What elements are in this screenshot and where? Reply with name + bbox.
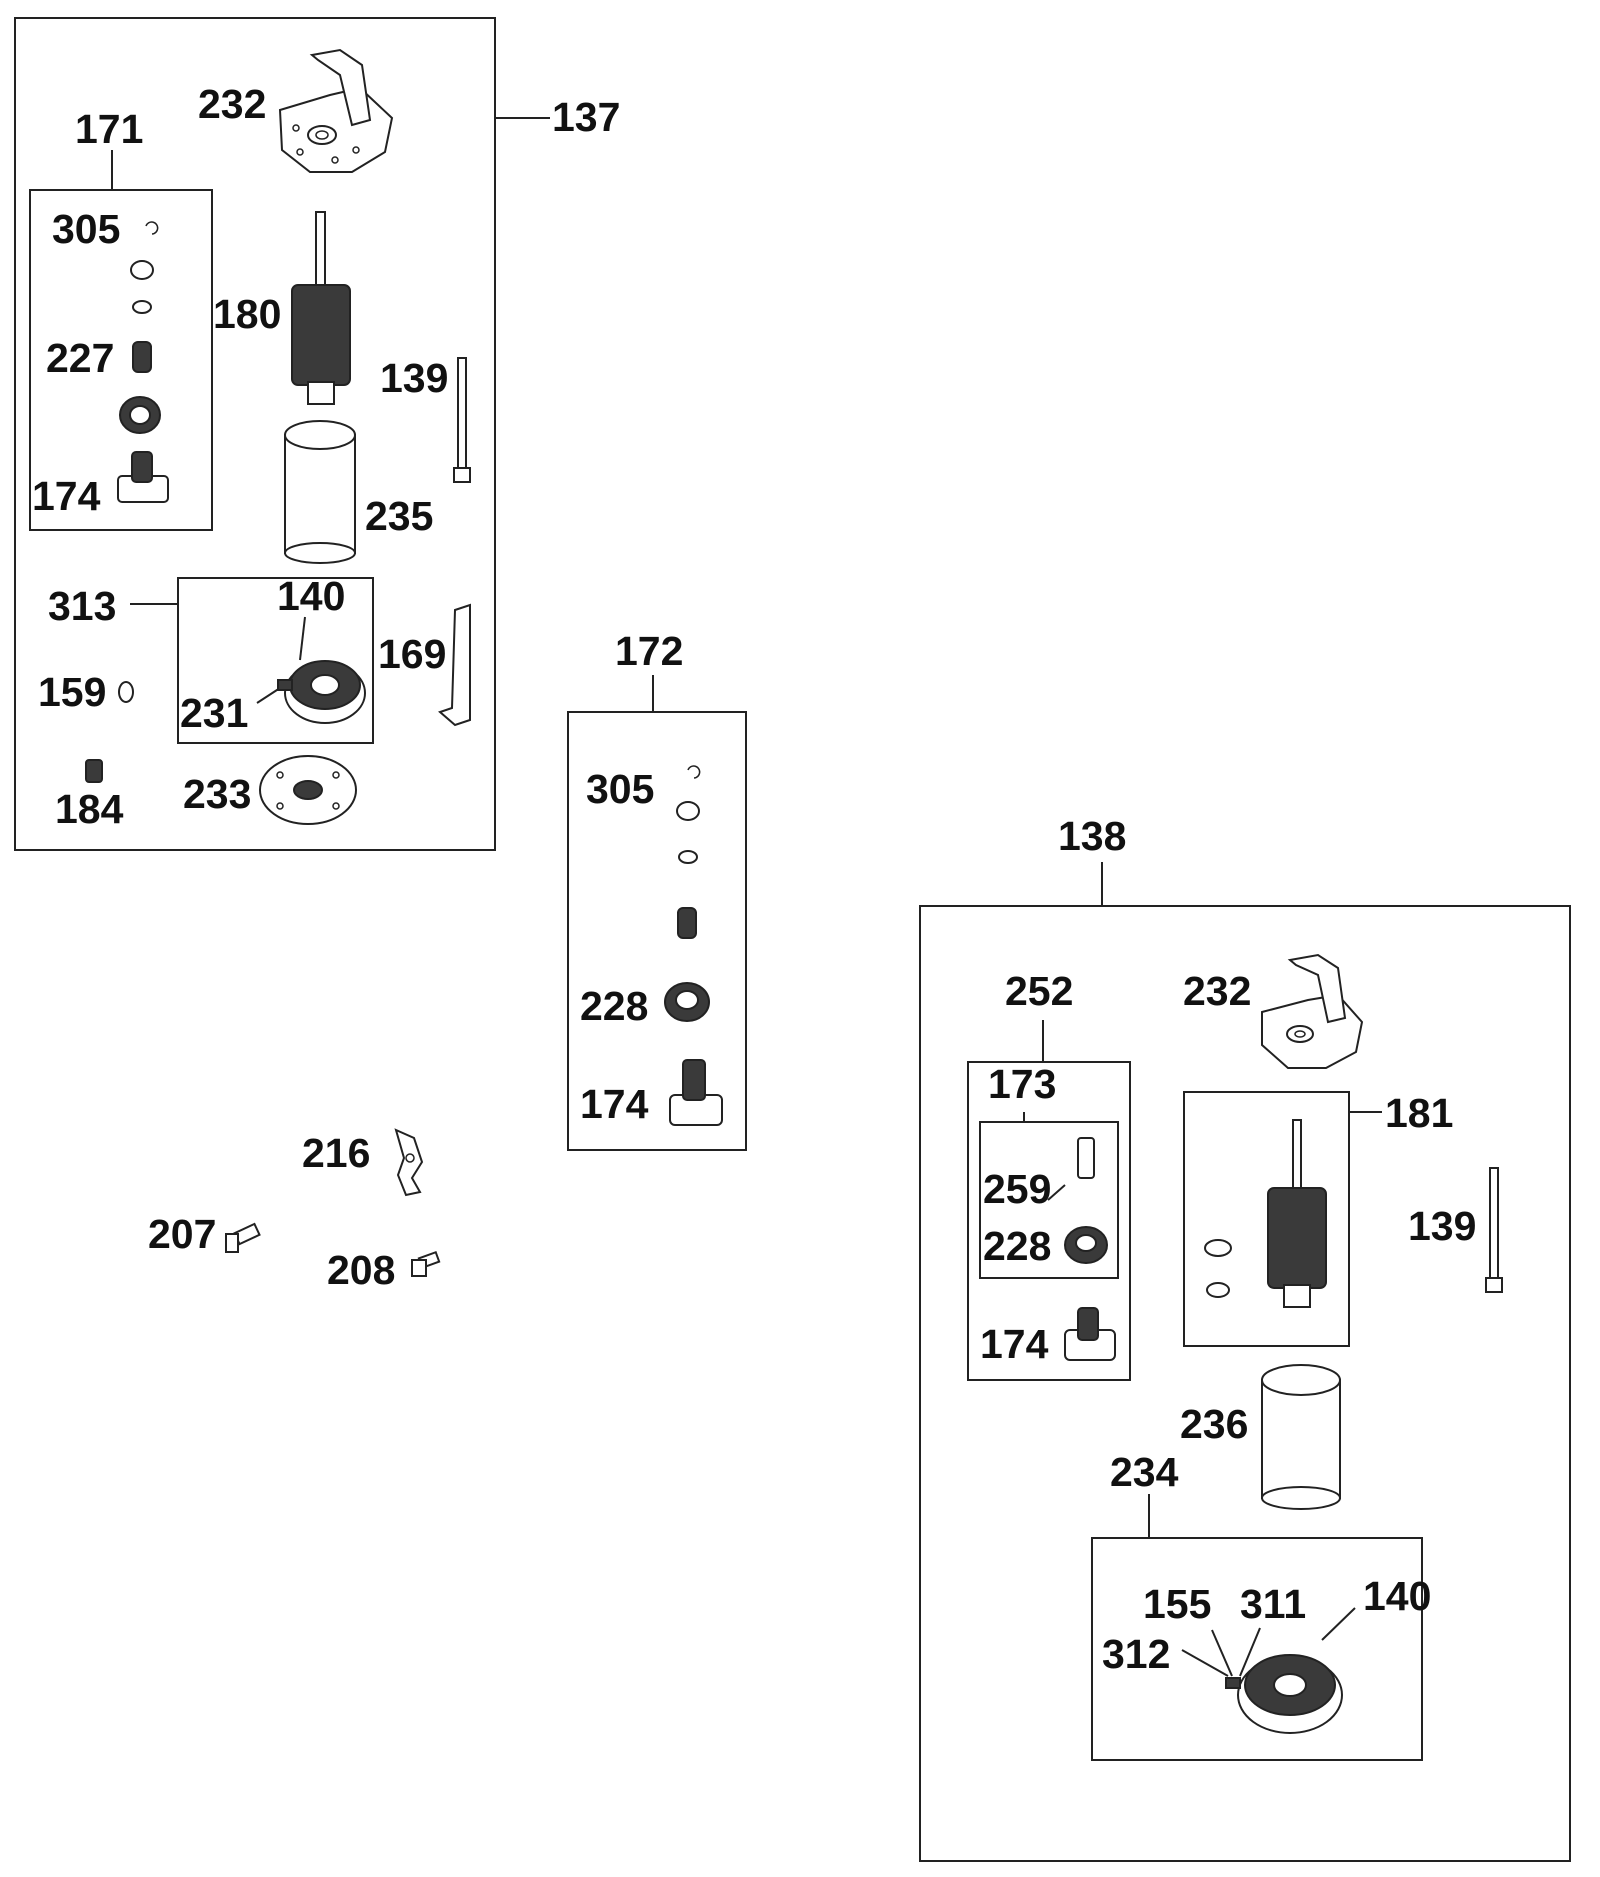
brush-313-frame <box>177 577 374 744</box>
callout-228-kit173: 228 <box>983 1223 1051 1269</box>
callout-180: 180 <box>213 291 281 337</box>
callout-159: 159 <box>38 669 106 715</box>
washer-a <box>1204 1239 1232 1257</box>
callout-173: 173 <box>988 1061 1056 1107</box>
washer-small <box>132 300 152 314</box>
retaining-ring-305 <box>145 221 159 235</box>
collar-b <box>676 801 700 821</box>
pinion-gear-228 <box>664 982 710 1022</box>
assembly-137-frame <box>14 17 496 851</box>
drive-gear-174-kit172 <box>669 1059 723 1126</box>
callout-216: 216 <box>302 1130 370 1176</box>
callout-234: 234 <box>1110 1449 1179 1495</box>
callout-207: 207 <box>148 1211 216 1257</box>
end-plate-233 <box>259 755 357 825</box>
kit-171-frame <box>29 189 213 531</box>
callout-140-right: 140 <box>1363 1573 1431 1619</box>
callout-236: 236 <box>1180 1401 1248 1447</box>
callout-312: 312 <box>1102 1631 1170 1677</box>
kit-172-frame <box>567 711 747 1151</box>
brush-234-frame <box>1091 1537 1423 1761</box>
nut-184 <box>85 759 103 783</box>
spring-227 <box>132 341 152 373</box>
callout-235: 235 <box>365 493 433 539</box>
callout-305-kit172: 305 <box>586 766 654 812</box>
shaft-259 <box>1047 1137 1095 1201</box>
callout-232-top: 232 <box>198 81 266 127</box>
callout-137: 137 <box>552 94 620 140</box>
callout-227: 227 <box>46 335 114 381</box>
callout-181: 181 <box>1385 1090 1453 1136</box>
callout-174-kit252: 174 <box>980 1321 1049 1367</box>
assembly-138-frame <box>919 905 1571 1862</box>
screw-208 <box>411 1250 441 1277</box>
collar <box>130 260 154 280</box>
callout-169: 169 <box>378 631 446 677</box>
callout-139-right: 139 <box>1408 1203 1476 1249</box>
motor-housing-236 <box>1261 1364 1341 1510</box>
motor-housing-235 <box>284 420 356 564</box>
drive-gear-174-kit171 <box>117 451 169 503</box>
through-bolt-139 <box>453 357 471 483</box>
end-cap-bracket-232 <box>278 48 394 173</box>
brush-holder-140b <box>1225 1654 1343 1734</box>
terminal-231 <box>277 679 293 691</box>
washer-159 <box>118 681 134 703</box>
through-bolt-139b <box>1485 1167 1503 1293</box>
callout-233: 233 <box>183 771 251 817</box>
armature-180 <box>291 211 351 405</box>
callout-174-kit172: 174 <box>580 1081 649 1127</box>
callout-172: 172 <box>615 628 683 674</box>
drive-gear-174-kit252 <box>1064 1307 1116 1361</box>
pinion-gear <box>119 396 161 434</box>
callout-139-left: 139 <box>380 355 448 401</box>
callout-231: 231 <box>180 690 248 736</box>
end-cap-bracket-232b <box>1261 953 1364 1069</box>
callout-155: 155 <box>1143 1581 1211 1627</box>
kit-252-frame <box>967 1061 1131 1381</box>
callout-184: 184 <box>55 786 124 832</box>
callout-252: 252 <box>1005 968 1073 1014</box>
callout-305-kit171: 305 <box>52 206 120 252</box>
callout-311: 311 <box>1240 1581 1306 1627</box>
armature-181-frame <box>1183 1091 1350 1347</box>
callout-208: 208 <box>327 1247 395 1293</box>
pinion-gear-228b <box>1064 1226 1108 1264</box>
callout-228-kit172: 228 <box>580 983 648 1029</box>
washer-small-b <box>678 850 698 864</box>
retaining-ring-305b <box>687 765 701 779</box>
callout-140-left: 140 <box>277 573 345 619</box>
callout-174-kit171: 174 <box>32 473 101 519</box>
callout-313: 313 <box>48 583 116 629</box>
callout-171: 171 <box>75 106 143 152</box>
armature-181 <box>1267 1119 1327 1308</box>
insulator-169 <box>438 603 471 727</box>
washer-b <box>1206 1282 1230 1298</box>
brush-holder-140 <box>284 660 366 724</box>
callout-259: 259 <box>983 1166 1051 1212</box>
screw-207 <box>225 1222 261 1253</box>
callout-138: 138 <box>1058 813 1126 859</box>
kit-173-frame <box>979 1121 1119 1279</box>
spring-b <box>677 907 697 939</box>
callout-232-right: 232 <box>1183 968 1251 1014</box>
